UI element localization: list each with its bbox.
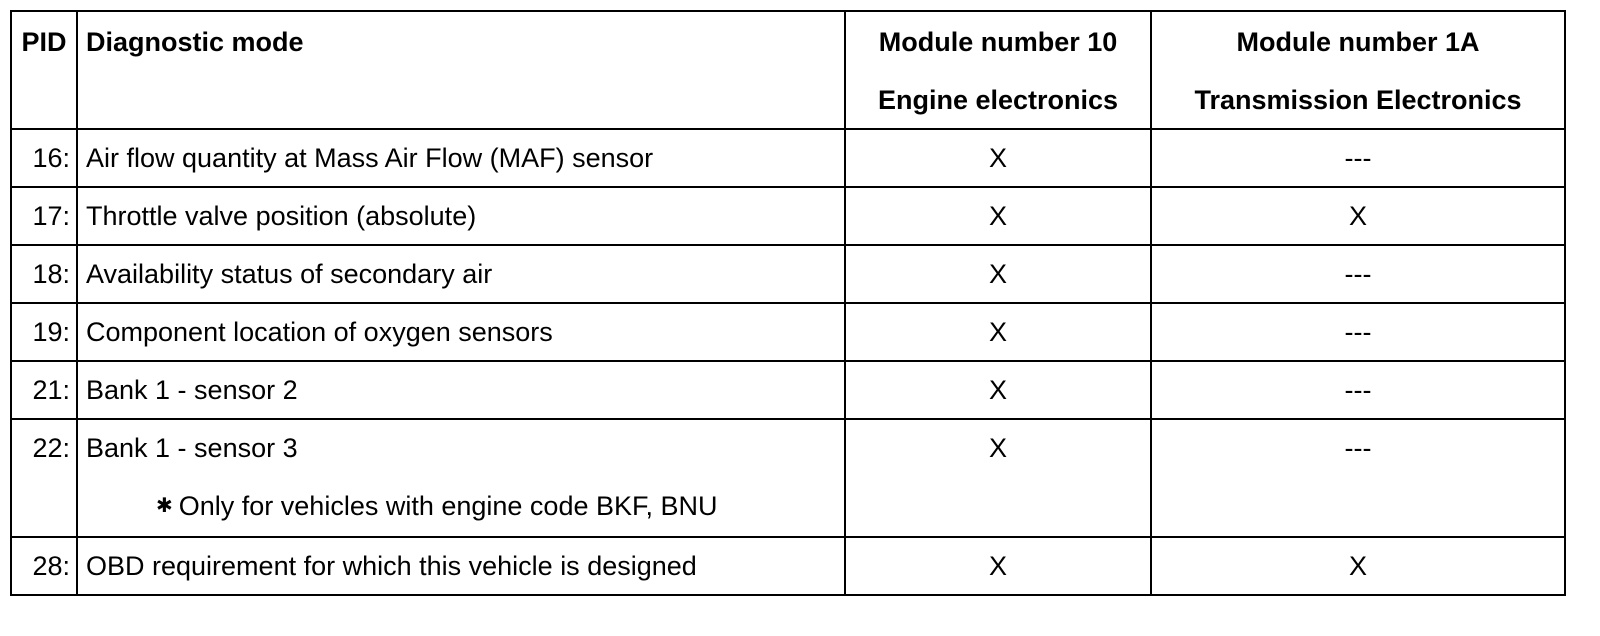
pid-table: PID Diagnostic mode Module number 10 Eng… xyxy=(10,10,1566,596)
header-diagnostic-mode: Diagnostic mode xyxy=(76,10,846,130)
module-1a-cell: --- xyxy=(1150,418,1566,538)
table-row: 18: Availability status of secondary air… xyxy=(10,244,1566,304)
table-row: 17: Throttle valve position (absolute) X… xyxy=(10,186,1566,246)
table-row: 19: Component location of oxygen sensors… xyxy=(10,302,1566,362)
module-10-cell: X xyxy=(844,418,1152,538)
module-10-cell: X xyxy=(844,128,1152,188)
module-10-cell: X xyxy=(844,360,1152,420)
asterisk-icon: ✱ xyxy=(156,495,173,517)
pid-cell: 22: xyxy=(10,418,78,538)
header-pid: PID xyxy=(10,10,78,130)
module-1a-cell: X xyxy=(1150,536,1566,596)
table-row: 21: Bank 1 - sensor 2 X --- xyxy=(10,360,1566,420)
pid-cell: 19: xyxy=(10,302,78,362)
mode-cell: Availability status of secondary air xyxy=(76,244,846,304)
footnote-text: Only for vehicles with engine code BKF, … xyxy=(178,491,718,521)
mode-cell: Air flow quantity at Mass Air Flow (MAF)… xyxy=(76,128,846,188)
pid-cell: 28: xyxy=(10,536,78,596)
mode-cell: OBD requirement for which this vehicle i… xyxy=(76,536,846,596)
table-row: 16: Air flow quantity at Mass Air Flow (… xyxy=(10,128,1566,188)
mode-cell: Component location of oxygen sensors xyxy=(76,302,846,362)
mode-cell: Throttle valve position (absolute) xyxy=(76,186,846,246)
module-1a-cell: --- xyxy=(1150,244,1566,304)
mode-cell: Bank 1 - sensor 3 ✱Only for vehicles wit… xyxy=(76,418,846,538)
module-10-cell: X xyxy=(844,244,1152,304)
pid-cell: 21: xyxy=(10,360,78,420)
header-module-1a: Module number 1A Transmission Electronic… xyxy=(1150,10,1566,130)
mode-cell: Bank 1 - sensor 2 xyxy=(76,360,846,420)
module-1a-cell: --- xyxy=(1150,302,1566,362)
module-1a-cell: --- xyxy=(1150,128,1566,188)
table-row: 28: OBD requirement for which this vehic… xyxy=(10,536,1566,596)
module-1a-cell: X xyxy=(1150,186,1566,246)
header-row: PID Diagnostic mode Module number 10 Eng… xyxy=(10,10,1566,130)
module-10-cell: X xyxy=(844,302,1152,362)
header-module-10: Module number 10 Engine electronics xyxy=(844,10,1152,130)
module-1a-cell: --- xyxy=(1150,360,1566,420)
module-10-cell: X xyxy=(844,536,1152,596)
module-10-cell: X xyxy=(844,186,1152,246)
pid-cell: 18: xyxy=(10,244,78,304)
pid-cell: 16: xyxy=(10,128,78,188)
table-row: 22: Bank 1 - sensor 3 ✱Only for vehicles… xyxy=(10,418,1566,538)
pid-cell: 17: xyxy=(10,186,78,246)
footnote: ✱Only for vehicles with engine code BKF,… xyxy=(86,476,843,535)
